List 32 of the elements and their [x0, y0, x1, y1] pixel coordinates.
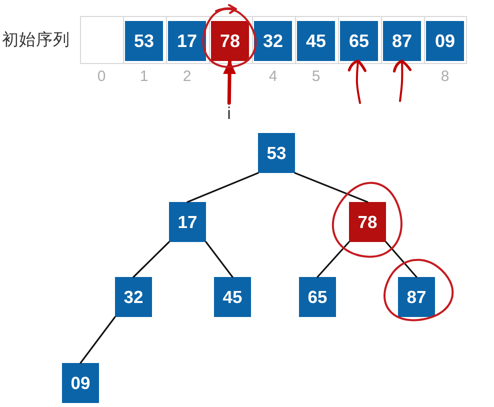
connector-line: [385, 241, 418, 278]
connector-line: [294, 172, 368, 203]
arrow: [223, 59, 236, 105]
array-cell: 45: [297, 21, 335, 61]
tree-node: 17: [169, 202, 206, 242]
tree-node: 45: [214, 277, 251, 317]
index-label: 5: [310, 68, 322, 86]
array-cell: 65: [340, 21, 378, 61]
index-label: 2: [182, 68, 192, 86]
tree-node: 09: [62, 363, 99, 403]
array-cell: 53: [125, 21, 163, 61]
index-label: 1: [138, 68, 150, 86]
connector-line: [186, 172, 259, 203]
connector-line: [80, 316, 116, 364]
tree-node: 78: [349, 202, 386, 242]
array-cell: 78: [211, 21, 249, 61]
index-label: 8: [440, 68, 450, 86]
tree-node: 53: [258, 133, 295, 173]
array-cell: 09: [426, 21, 464, 61]
array-cell: 87: [383, 21, 421, 61]
array-cell: 17: [168, 21, 206, 61]
array-cell: 32: [254, 21, 292, 61]
index-label: 0: [96, 68, 107, 86]
connector-line: [205, 241, 234, 278]
index-label: 4: [268, 68, 278, 86]
pointer-label: i: [221, 103, 237, 125]
connector-line: [316, 241, 350, 278]
tree-node: 87: [398, 277, 435, 317]
connector-line: [132, 241, 170, 278]
tree-node: 32: [115, 277, 152, 317]
row-label: 初始序列: [2, 29, 70, 51]
tree-node: 65: [299, 277, 336, 317]
